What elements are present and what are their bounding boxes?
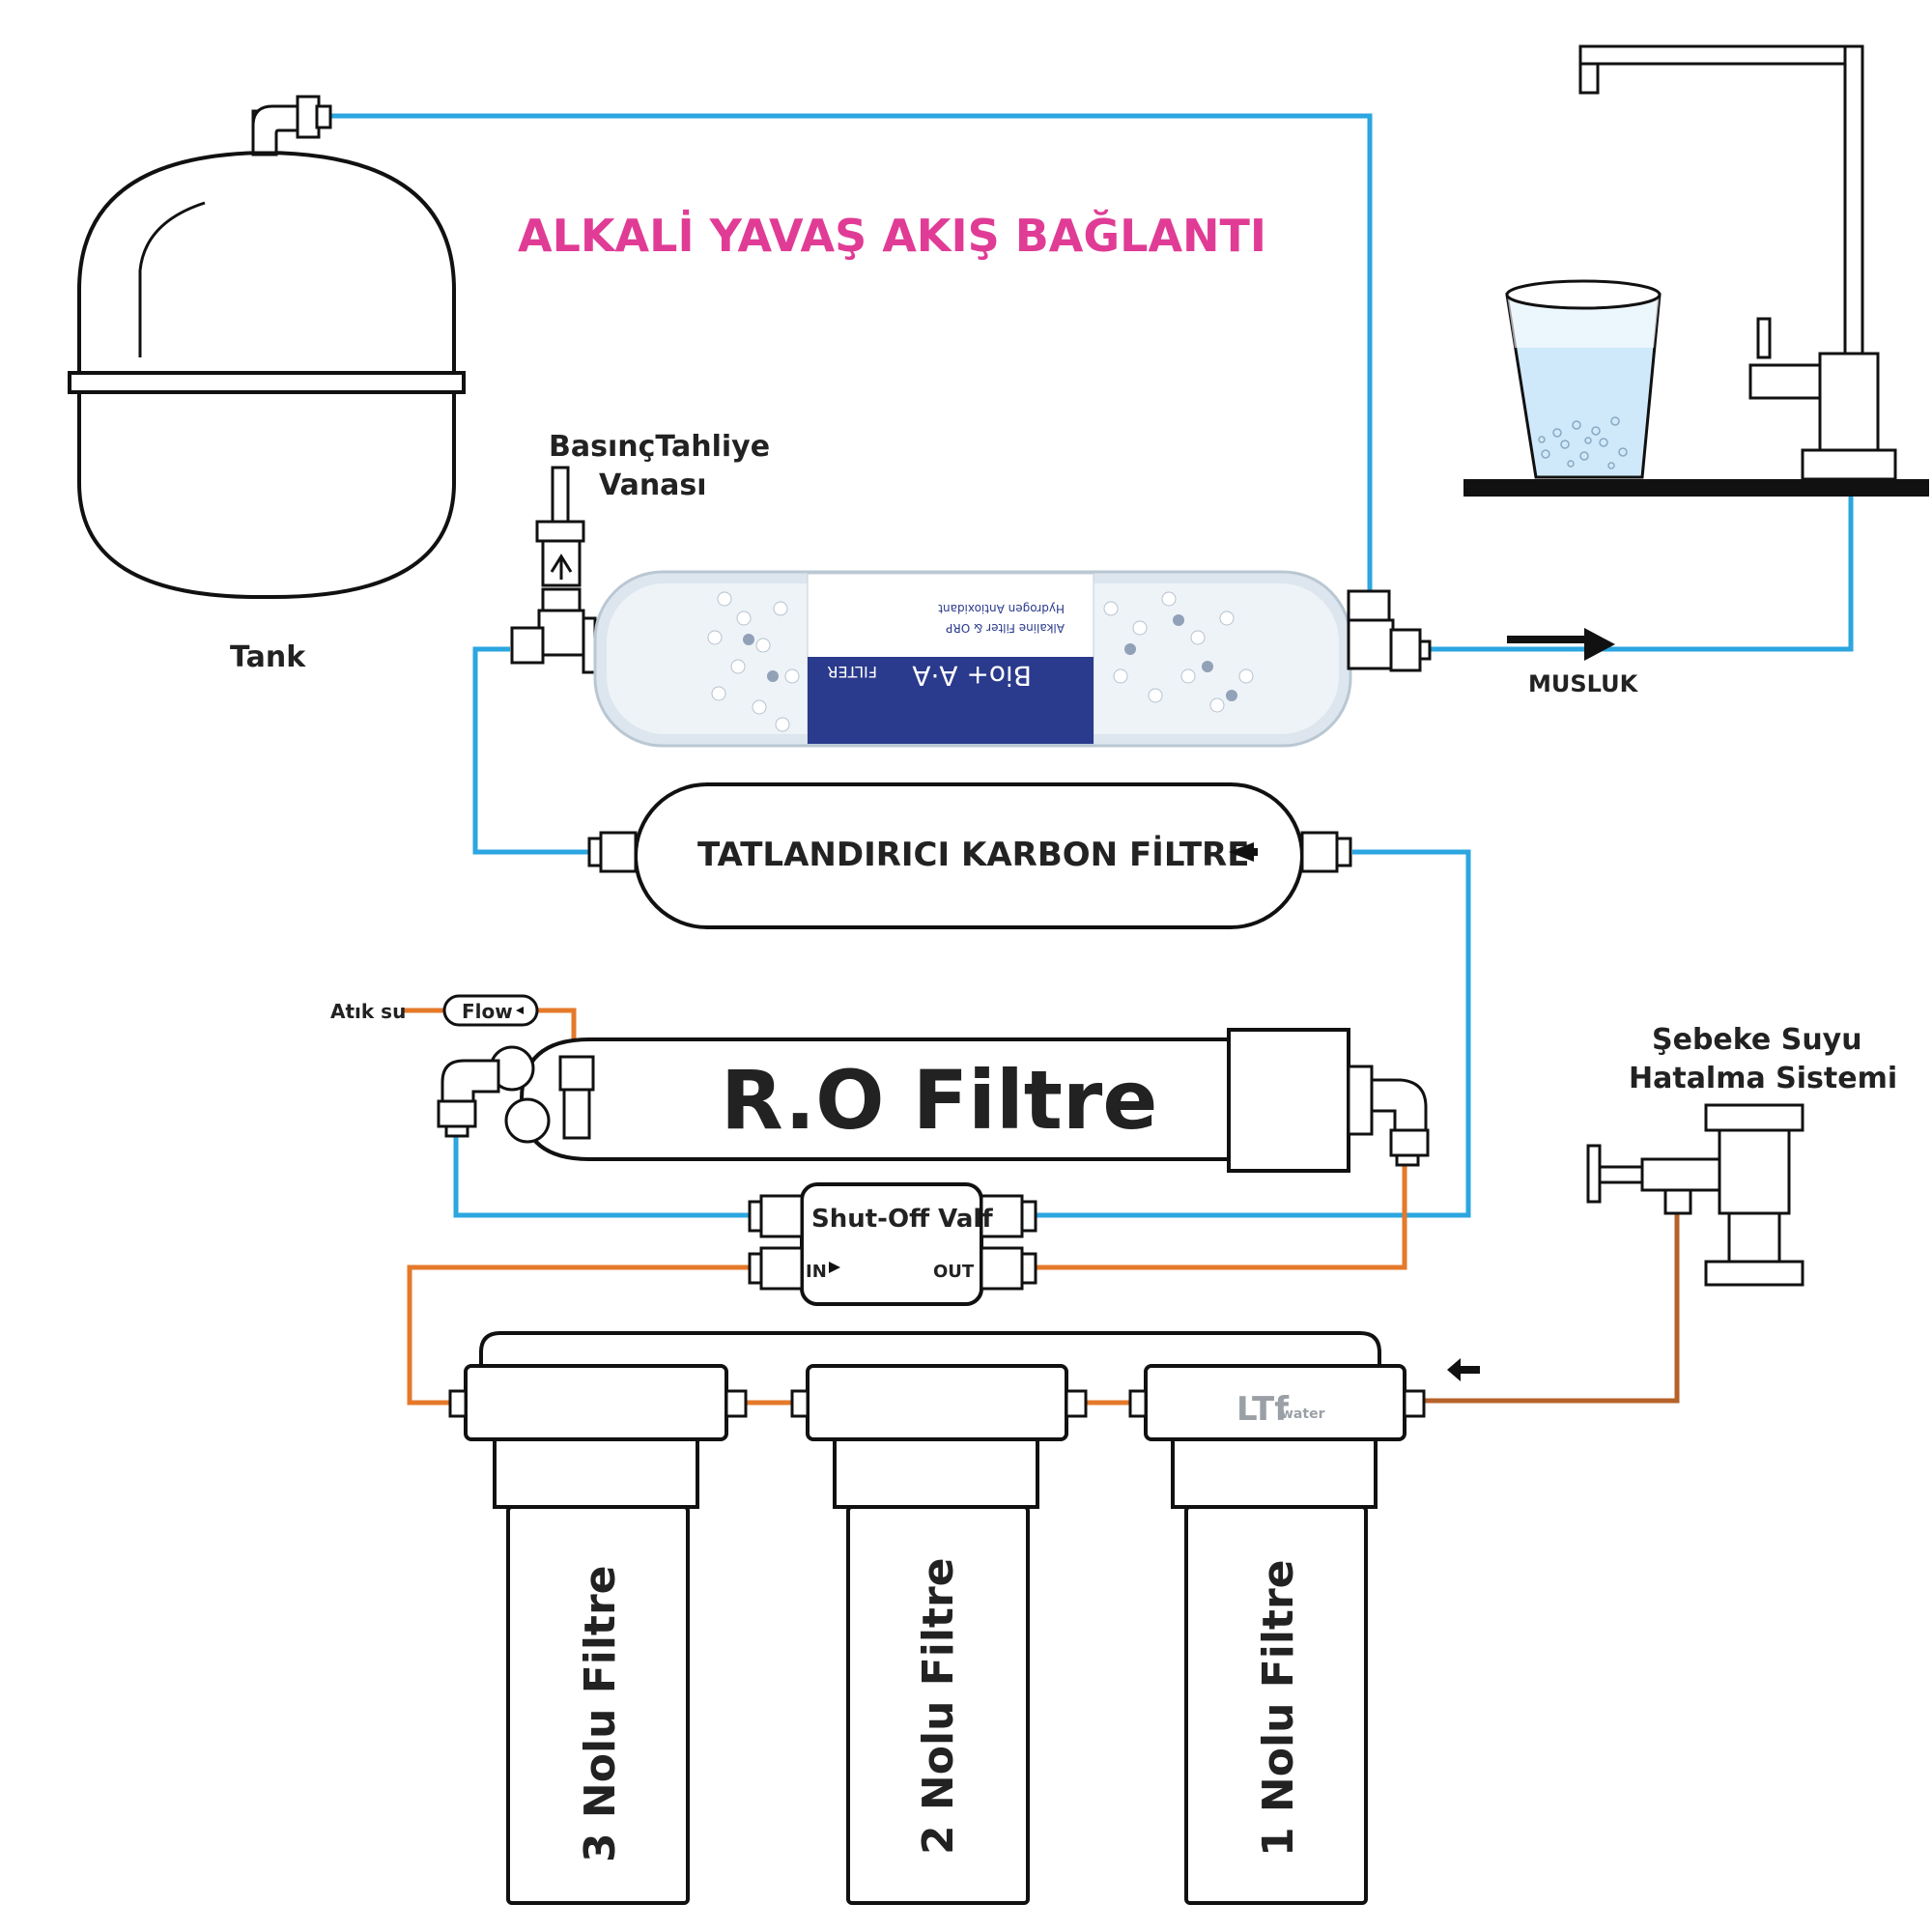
cartridge-subtitle: HYDROGEN RICH WATER xyxy=(874,638,1041,653)
tank: Tank xyxy=(68,95,466,674)
cartridge-type: FILTER xyxy=(827,663,877,681)
arrow-left-icon xyxy=(1447,1358,1480,1381)
faucet: MUSLUK xyxy=(1463,44,1929,697)
brand-logo: LTf xyxy=(1236,1390,1290,1429)
filter-3-label: 3 Nolu Filtre xyxy=(576,1565,625,1862)
ro-filter: R.O Filtre xyxy=(437,1028,1430,1173)
pipe-mains-to-filter1 xyxy=(1422,1213,1680,1404)
ro-filter-label: R.O Filtre xyxy=(721,1053,1157,1148)
arrow-right-icon xyxy=(829,1262,840,1273)
pipe-shutoff-in-to-filter3 xyxy=(407,1264,750,1406)
pipe-alkaline-to-faucet xyxy=(1426,495,1854,652)
pipe-ro-to-shutoff xyxy=(453,1128,750,1218)
filter-2-label: 2 Nolu Filtre xyxy=(914,1557,963,1855)
filter-1-label: 1 Nolu Filtre xyxy=(1254,1559,1303,1857)
arrow-left-icon xyxy=(1229,842,1258,862)
shutoff-valve-label: Shut-Off Valf xyxy=(811,1205,993,1234)
arrow-right-icon xyxy=(1584,628,1615,661)
pipe-tank-to-alkaline xyxy=(327,113,1373,591)
page-title: ALKALİ YAVAŞ AKIŞ BAĞLANTI xyxy=(518,210,1266,262)
carbon-filter-label: TATLANDIRICI KARBON FİLTRE xyxy=(697,835,1249,874)
mains-label-2: Hatalma Sistemi xyxy=(1629,1062,1897,1095)
ltf-logo: LTf water xyxy=(1236,1390,1325,1429)
svg-text:water: water xyxy=(1281,1406,1325,1422)
pre-filters: 3 Nolu Filtre 2 Nolu Filtre 1 Nolu Filtr… xyxy=(448,1331,1480,1905)
bubbles xyxy=(1538,416,1628,469)
flow-restrictor: Atık su Flow xyxy=(330,994,539,1027)
arrow-up-icon xyxy=(550,554,573,580)
mains-label-1: Şebeke Suyu xyxy=(1652,1023,1862,1057)
tank-label: Tank xyxy=(230,640,306,674)
waste-water-label: Atık su xyxy=(330,1000,406,1023)
cartridge-label-band xyxy=(808,657,1094,744)
cartridge-brand: Bio+ A·A xyxy=(912,660,1032,692)
valve-in-label: IN xyxy=(806,1262,827,1282)
valve-out-label: OUT xyxy=(933,1262,975,1282)
pressure-valve-label-1: BasınçTahliye xyxy=(549,430,770,464)
carbon-filter: TATLANDIRICI KARBON FİLTRE xyxy=(587,782,1352,929)
counter-top xyxy=(1463,479,1929,497)
cartridge-desc-2: Hydrogen Antioxidant xyxy=(938,602,1065,615)
flow-label: Flow xyxy=(462,1000,513,1023)
mains-valve: Şebeke Suyu Hatalma Sistemi xyxy=(1586,1023,1897,1287)
cartridge-desc-1: Alkaline Filter & ORP xyxy=(946,621,1065,635)
pipes xyxy=(327,113,1854,1406)
pipe-alkaline-to-carbon xyxy=(472,646,589,855)
faucet-label: MUSLUK xyxy=(1528,670,1639,697)
pipe-ro-to-shutoff-out xyxy=(1030,1161,1407,1270)
pipe-carbon-to-shutoff xyxy=(1030,849,1471,1218)
shutoff-valve: Shut-Off Valf IN OUT xyxy=(748,1182,1037,1306)
alkaline-cartridge: Bio+ A·A FILTER HYDROGEN RICH WATER Alka… xyxy=(593,570,1432,748)
pressure-valve-label-2: Vanası xyxy=(599,469,707,502)
